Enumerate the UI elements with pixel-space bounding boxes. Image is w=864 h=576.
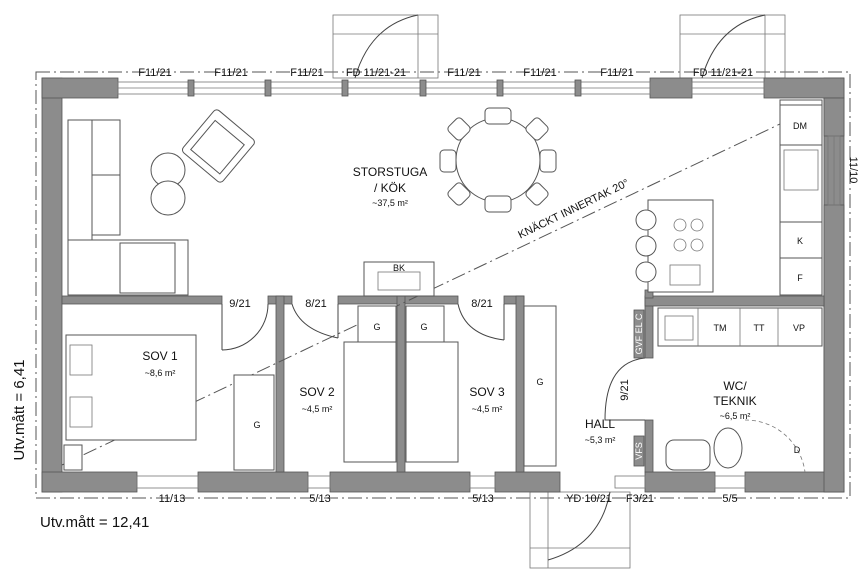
window-label: F11/21 <box>523 67 556 79</box>
laundry-row <box>657 307 823 347</box>
door-label: 8/21 <box>471 298 492 310</box>
room-name-storstuga: STORSTUGA <box>353 165 427 179</box>
toilet <box>713 427 743 469</box>
room-area: ~6,5 m² <box>720 411 751 421</box>
shower-label: D <box>794 445 801 455</box>
room-area: ~4,5 m² <box>302 404 333 414</box>
dining-table <box>439 107 557 213</box>
room-area: ~4,5 m² <box>472 404 503 414</box>
wardrobe-label: G <box>373 322 380 332</box>
fireplace <box>363 261 435 297</box>
window-label-right: 11/10 <box>847 157 859 184</box>
kitchen-island <box>635 199 714 293</box>
window-label: 11/13 <box>159 493 186 505</box>
room-name-sov2: SOV 2 <box>299 385 335 399</box>
tm-label: TM <box>714 323 727 333</box>
porch-top-left <box>332 14 439 79</box>
porch-top-right <box>679 14 786 79</box>
fridge-label: K <box>797 236 803 246</box>
armchair <box>181 109 255 183</box>
wardrobe-label: G <box>253 420 260 430</box>
wardrobe-label: G <box>536 377 543 387</box>
window-label: F11/21 <box>447 67 480 79</box>
bed-sov1 <box>65 334 197 441</box>
window-label: F11/21 <box>600 67 633 79</box>
wardrobe-sov2 <box>357 305 397 343</box>
room-area: ~5,3 m² <box>585 435 616 445</box>
window-label: F11/21 <box>290 67 323 79</box>
room-name-sov1: SOV 1 <box>142 349 178 363</box>
door-label: 8/21 <box>305 298 326 310</box>
dimension-width: Utv.mått = 12,41 <box>40 514 149 531</box>
interior-walls <box>61 289 825 473</box>
washbasin <box>665 439 711 471</box>
panel-label: GVF EL C <box>634 313 644 354</box>
room-area: ~8,6 m² <box>145 368 176 378</box>
bed-sov3 <box>405 341 459 463</box>
outer-walls <box>41 77 845 493</box>
door-label: FD 11/21-21 <box>693 67 753 79</box>
dimension-height: Utv.mått = 6,41 <box>11 359 28 460</box>
room-name-wc: TEKNIK <box>713 394 756 408</box>
windows-top <box>117 79 841 489</box>
wardrobe-sov1 <box>233 374 275 471</box>
window-label: 5/5 <box>722 493 737 505</box>
wardrobe-label: G <box>420 322 427 332</box>
wardrobe-sov3 <box>405 305 445 343</box>
nightstand <box>63 444 83 471</box>
room-name-hall: HALL <box>585 417 615 431</box>
room-name-wc: WC/ <box>723 379 747 393</box>
panel-vfs <box>633 435 645 467</box>
bed-sov2 <box>343 341 397 463</box>
panel-gvf <box>633 309 645 359</box>
sofa <box>67 119 189 296</box>
dishwasher-label: DM <box>793 121 807 131</box>
door-label: 9/21 <box>619 379 631 400</box>
side-tables <box>150 152 186 216</box>
porch-bottom <box>529 491 631 569</box>
room-area: ~37,5 m² <box>372 198 408 208</box>
door-label: 9/21 <box>229 298 250 310</box>
room-name-sov3: SOV 3 <box>469 385 505 399</box>
window-label: F11/21 <box>138 67 171 79</box>
window-label: 5/13 <box>472 493 493 505</box>
window-label: F3/21 <box>626 493 654 505</box>
window-label: F11/21 <box>214 67 247 79</box>
outer-dimension-line <box>35 71 851 499</box>
room-name-storstuga: / KÖK <box>374 181 406 195</box>
window-label: 5/13 <box>309 493 330 505</box>
tt-label: TT <box>754 323 765 333</box>
vp-label: VP <box>793 323 805 333</box>
fireplace-label: BK <box>393 263 405 273</box>
door-label: FD 11/21-21 <box>346 67 406 79</box>
freezer-label: F <box>797 273 803 283</box>
wardrobe-hall <box>523 305 557 467</box>
door-label: YD 10/21 <box>566 493 612 505</box>
panel-label: VFS <box>634 442 644 460</box>
kitchen-counter <box>779 99 823 296</box>
